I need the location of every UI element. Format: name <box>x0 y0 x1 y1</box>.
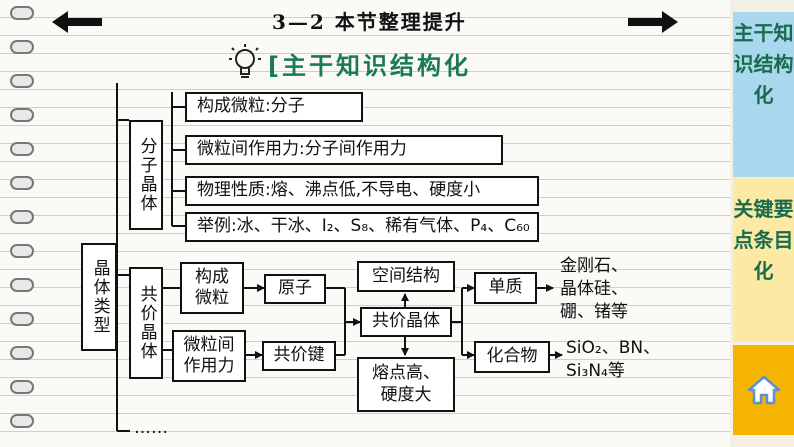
covalent-force-label: 微粒间作用力 <box>172 330 246 382</box>
lightbulb-icon <box>228 42 262 82</box>
notebook-page: 3—2 本节整理提升 [主干知识结构化 <box>0 0 730 447</box>
molecular-force: 微粒间作用力:分子间作用力 <box>185 135 503 165</box>
section-title: 3—2 本节整理提升 <box>272 10 467 34</box>
tab-key-points[interactable]: 关键要点条目化 <box>733 178 794 342</box>
molecular-properties: 物理性质:熔、沸点低,不导电、硬度小 <box>185 176 539 206</box>
forward-arrow-icon[interactable] <box>626 8 680 36</box>
elemental-substance: 单质 <box>474 272 537 304</box>
root-crystal-types: 晶体类型 <box>81 243 117 351</box>
connector-lines <box>116 83 563 432</box>
covalent-properties: 熔点高、硬度大 <box>357 357 455 412</box>
spiral-binding <box>10 0 34 447</box>
molecular-crystal-label: 分子晶体 <box>129 120 163 230</box>
sidebar: 主干知识结构化 关键要点条目化 <box>730 0 794 447</box>
tab-main-knowledge-structure[interactable]: 主干知识结构化 <box>733 12 794 177</box>
covalent-constituent-label: 构成微粒 <box>180 262 244 314</box>
compound: 化合物 <box>474 341 550 373</box>
home-icon <box>747 375 781 405</box>
compound-example: Si₃N₄等 <box>566 361 625 381</box>
compound-example: SiO₂、BN、 <box>566 338 661 358</box>
covalent-center: 共价晶体 <box>360 307 452 337</box>
covalent-constituent-value: 原子 <box>264 274 326 304</box>
element-example: 金刚石、 <box>560 256 628 276</box>
back-arrow-icon[interactable] <box>50 8 104 36</box>
spatial-structure: 空间结构 <box>357 261 455 292</box>
molecular-constituent: 构成微粒:分子 <box>185 92 363 122</box>
home-button[interactable] <box>733 345 794 435</box>
element-example: 晶体硅、 <box>560 279 628 299</box>
more-ellipsis: …… <box>134 418 168 438</box>
covalent-crystal-label: 共价晶体 <box>129 267 163 379</box>
covalent-force-value: 共价键 <box>262 341 336 371</box>
element-example: 硼、锗等 <box>560 302 628 322</box>
subtitle: [主干知识结构化 <box>268 52 471 80</box>
molecular-examples: 举例:冰、干冰、I₂、S₈、稀有气体、P₄、C₆₀ <box>185 212 539 242</box>
